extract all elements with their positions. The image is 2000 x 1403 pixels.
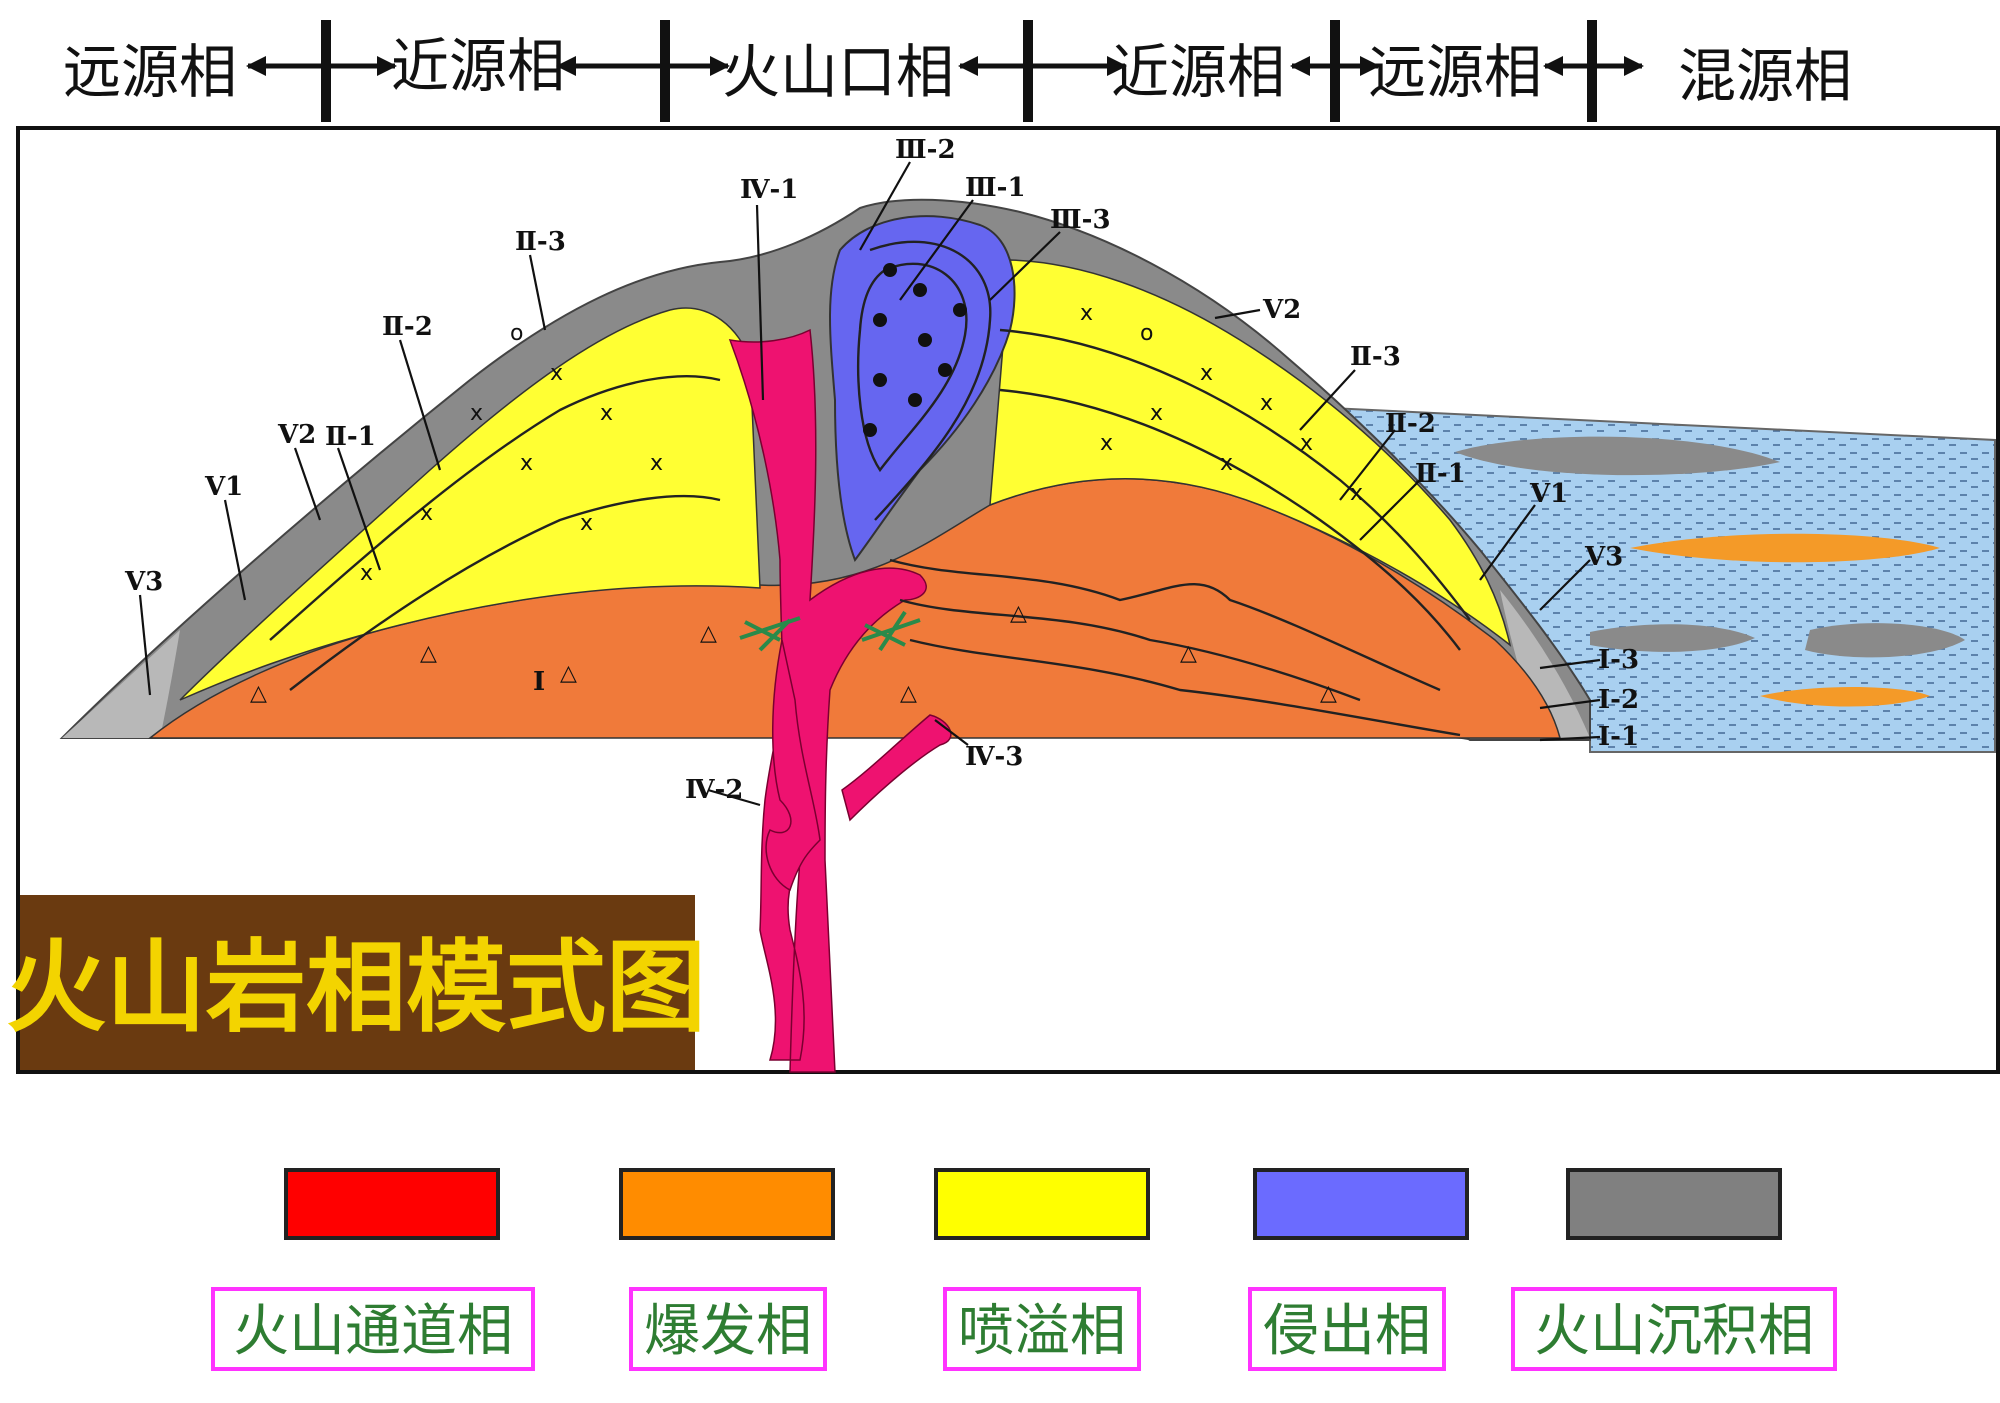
layer-boundary	[289, 494, 721, 691]
label-I-3: Ⅰ-3	[1598, 645, 1639, 675]
svg-text:x: x	[1260, 391, 1273, 416]
fracture-line	[889, 558, 1441, 692]
legend-label-box	[943, 1287, 1141, 1371]
label-V1-right: V1	[1529, 479, 1568, 509]
legend: 火山通道相 爆发相 喷溢相 侵出相 火山沉积相	[211, 1168, 1837, 1371]
zone-label-proximal-left: 近源相	[391, 32, 565, 100]
fracture-line	[899, 598, 1361, 702]
svg-text:x: x	[520, 451, 533, 476]
label-II-2-left: Ⅱ-2	[382, 312, 433, 342]
svg-text:o: o	[1140, 321, 1153, 346]
svg-text:x: x	[1080, 301, 1093, 326]
legend-swatch-explosive	[619, 1168, 835, 1240]
svg-text:x: x	[360, 561, 373, 586]
fracture-line	[909, 638, 1461, 737]
zone-header: 远源相 近源相 火山口相 近源相 远源相 混源相	[63, 20, 1852, 122]
svg-text:△: △	[420, 641, 437, 666]
svg-text:x: x	[1100, 431, 1113, 456]
label-II-1-left: Ⅱ-1	[325, 422, 376, 452]
legend-label-effusive: 喷溢相	[958, 1299, 1126, 1364]
svg-text:x: x	[1200, 361, 1213, 386]
svg-text:△: △	[1180, 641, 1197, 666]
layer-boundary	[269, 375, 721, 641]
label-V2-left: V2	[277, 420, 316, 450]
extrusive-blobs	[863, 263, 967, 437]
legend-label-box	[211, 1287, 535, 1371]
zone-label-mixed: 混源相	[1678, 42, 1852, 110]
label-II-3-left: Ⅱ-3	[515, 227, 566, 257]
texture-symbols: o x x x x x x x x x o x x x x x x x △ △ △ △ △ △ △ △	[250, 301, 1363, 706]
label-V1-left: V1	[204, 472, 243, 502]
lake-lens-gray	[1805, 623, 1965, 658]
legend-swatch-extrusive	[1253, 1168, 1469, 1240]
svg-text:△: △	[560, 661, 577, 686]
legend-label-box	[1248, 1287, 1446, 1371]
label-I-1: Ⅰ-1	[1598, 722, 1639, 752]
label-II-3-right: Ⅱ-3	[1350, 342, 1401, 372]
legend-label-box	[629, 1287, 827, 1371]
lake-lens-orange	[1630, 533, 1940, 563]
zone-label-proximal-right: 近源相	[1111, 38, 1285, 106]
leader-labels: Ⅳ-1 Ⅳ-2 Ⅳ-3 Ⅲ-2 Ⅲ-1 Ⅲ-3 Ⅱ-3 Ⅱ-2 Ⅱ-1 V2 V…	[124, 135, 1639, 807]
label-IV-3: Ⅳ-3	[965, 742, 1023, 772]
legend-swatch-sedimentary	[1566, 1168, 1782, 1240]
svg-text:△: △	[1010, 601, 1027, 626]
legend-label-sedimentary: 火山沉积相	[1534, 1299, 1814, 1364]
label-V2-right: V2	[1262, 295, 1301, 325]
legend-swatch-effusive	[934, 1168, 1150, 1240]
svg-text:x: x	[1300, 431, 1313, 456]
label-III-1: Ⅲ-1	[965, 173, 1026, 203]
label-I-2: Ⅰ-2	[1598, 685, 1639, 715]
lake-lens-gray	[1590, 624, 1755, 652]
zone-label-crater: 火山口相	[722, 38, 954, 106]
shrub-feature	[739, 610, 921, 652]
sedimentary-cover-light	[62, 630, 180, 738]
layer-boundary	[999, 388, 1461, 651]
svg-text:△: △	[250, 681, 267, 706]
lake-lens-gray	[1455, 436, 1780, 476]
lake-lens-orange	[1760, 687, 1930, 707]
svg-text:x: x	[650, 451, 663, 476]
svg-text:o: o	[510, 321, 523, 346]
svg-text:x: x	[580, 511, 593, 536]
legend-label-explosive: 爆发相	[644, 1299, 812, 1364]
label-I: I	[533, 667, 545, 697]
label-II-1-right: Ⅱ-1	[1415, 459, 1466, 489]
svg-text:x: x	[550, 361, 563, 386]
extrusive-flow-line	[856, 262, 968, 473]
title-background	[20, 895, 695, 1070]
zone-label-distal-left: 远源相	[63, 38, 237, 106]
legend-label-extrusive: 侵出相	[1263, 1299, 1431, 1364]
svg-text:x: x	[600, 401, 613, 426]
label-IV-2: Ⅳ-2	[685, 775, 743, 805]
svg-text:x: x	[1350, 481, 1363, 506]
diagram-title: 火山岩相模式图	[6, 929, 706, 1046]
svg-text:△: △	[700, 621, 717, 646]
svg-text:x: x	[1150, 401, 1163, 426]
dike-left	[765, 639, 821, 892]
sedimentary-cover-light	[1500, 590, 1590, 738]
layer-boundary	[999, 328, 1471, 621]
extrusive-flow-line	[869, 240, 992, 521]
cross-section: o x x x x x x x x x o x x x x x x x △ △ △ △ △ △ △ △	[59, 198, 1996, 1073]
title-box: 火山岩相模式图	[6, 895, 706, 1070]
label-V3-left: V3	[124, 567, 163, 597]
legend-swatch-conduit	[284, 1168, 500, 1240]
svg-text:x: x	[1220, 451, 1233, 476]
legend-label-conduit: 火山通道相	[233, 1299, 513, 1364]
zone-label-distal-right: 远源相	[1368, 38, 1542, 106]
svg-text:x: x	[420, 501, 433, 526]
label-III-3: Ⅲ-3	[1050, 205, 1111, 235]
svg-text:△: △	[1320, 681, 1337, 706]
label-V3-right: V3	[1584, 542, 1623, 572]
label-III-2: Ⅲ-2	[895, 135, 956, 165]
svg-text:x: x	[470, 401, 483, 426]
label-IV-1: Ⅳ-1	[740, 175, 798, 205]
svg-text:△: △	[900, 681, 917, 706]
legend-label-box	[1511, 1287, 1837, 1371]
label-II-2-right: Ⅱ-2	[1385, 409, 1436, 439]
